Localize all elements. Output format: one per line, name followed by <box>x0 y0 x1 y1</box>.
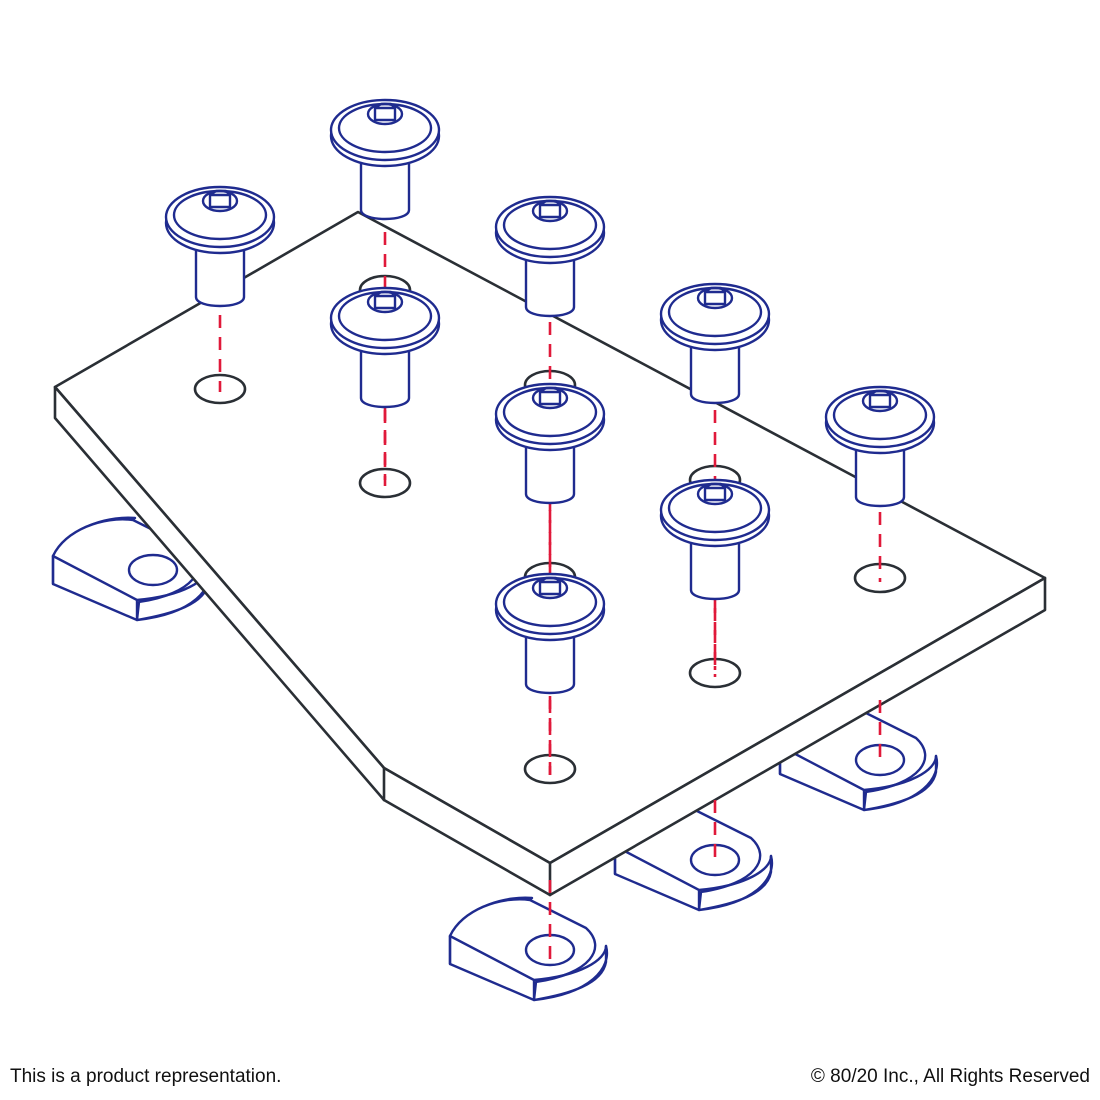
plate-hole <box>358 467 412 499</box>
plate-edge <box>53 385 1047 897</box>
tnut-hole <box>127 553 179 587</box>
tnut-front <box>448 896 609 1002</box>
screw-top-center <box>494 195 606 318</box>
screw-lower-right <box>659 478 771 601</box>
copyright-text: © 80/20 Inc., All Rights Reserved <box>810 1066 1090 1087</box>
disclaimer-text: This is a product representation. <box>10 1066 282 1087</box>
screw-center <box>494 382 606 505</box>
screw-front <box>494 572 606 695</box>
screw-top-left-back <box>329 98 441 221</box>
plate-hole <box>193 373 247 405</box>
screw-right <box>824 385 936 508</box>
screw-top-left-front <box>164 185 276 308</box>
screw-middle-right <box>659 282 771 405</box>
screw-middle-left <box>329 286 441 409</box>
screw-layer <box>164 98 936 695</box>
